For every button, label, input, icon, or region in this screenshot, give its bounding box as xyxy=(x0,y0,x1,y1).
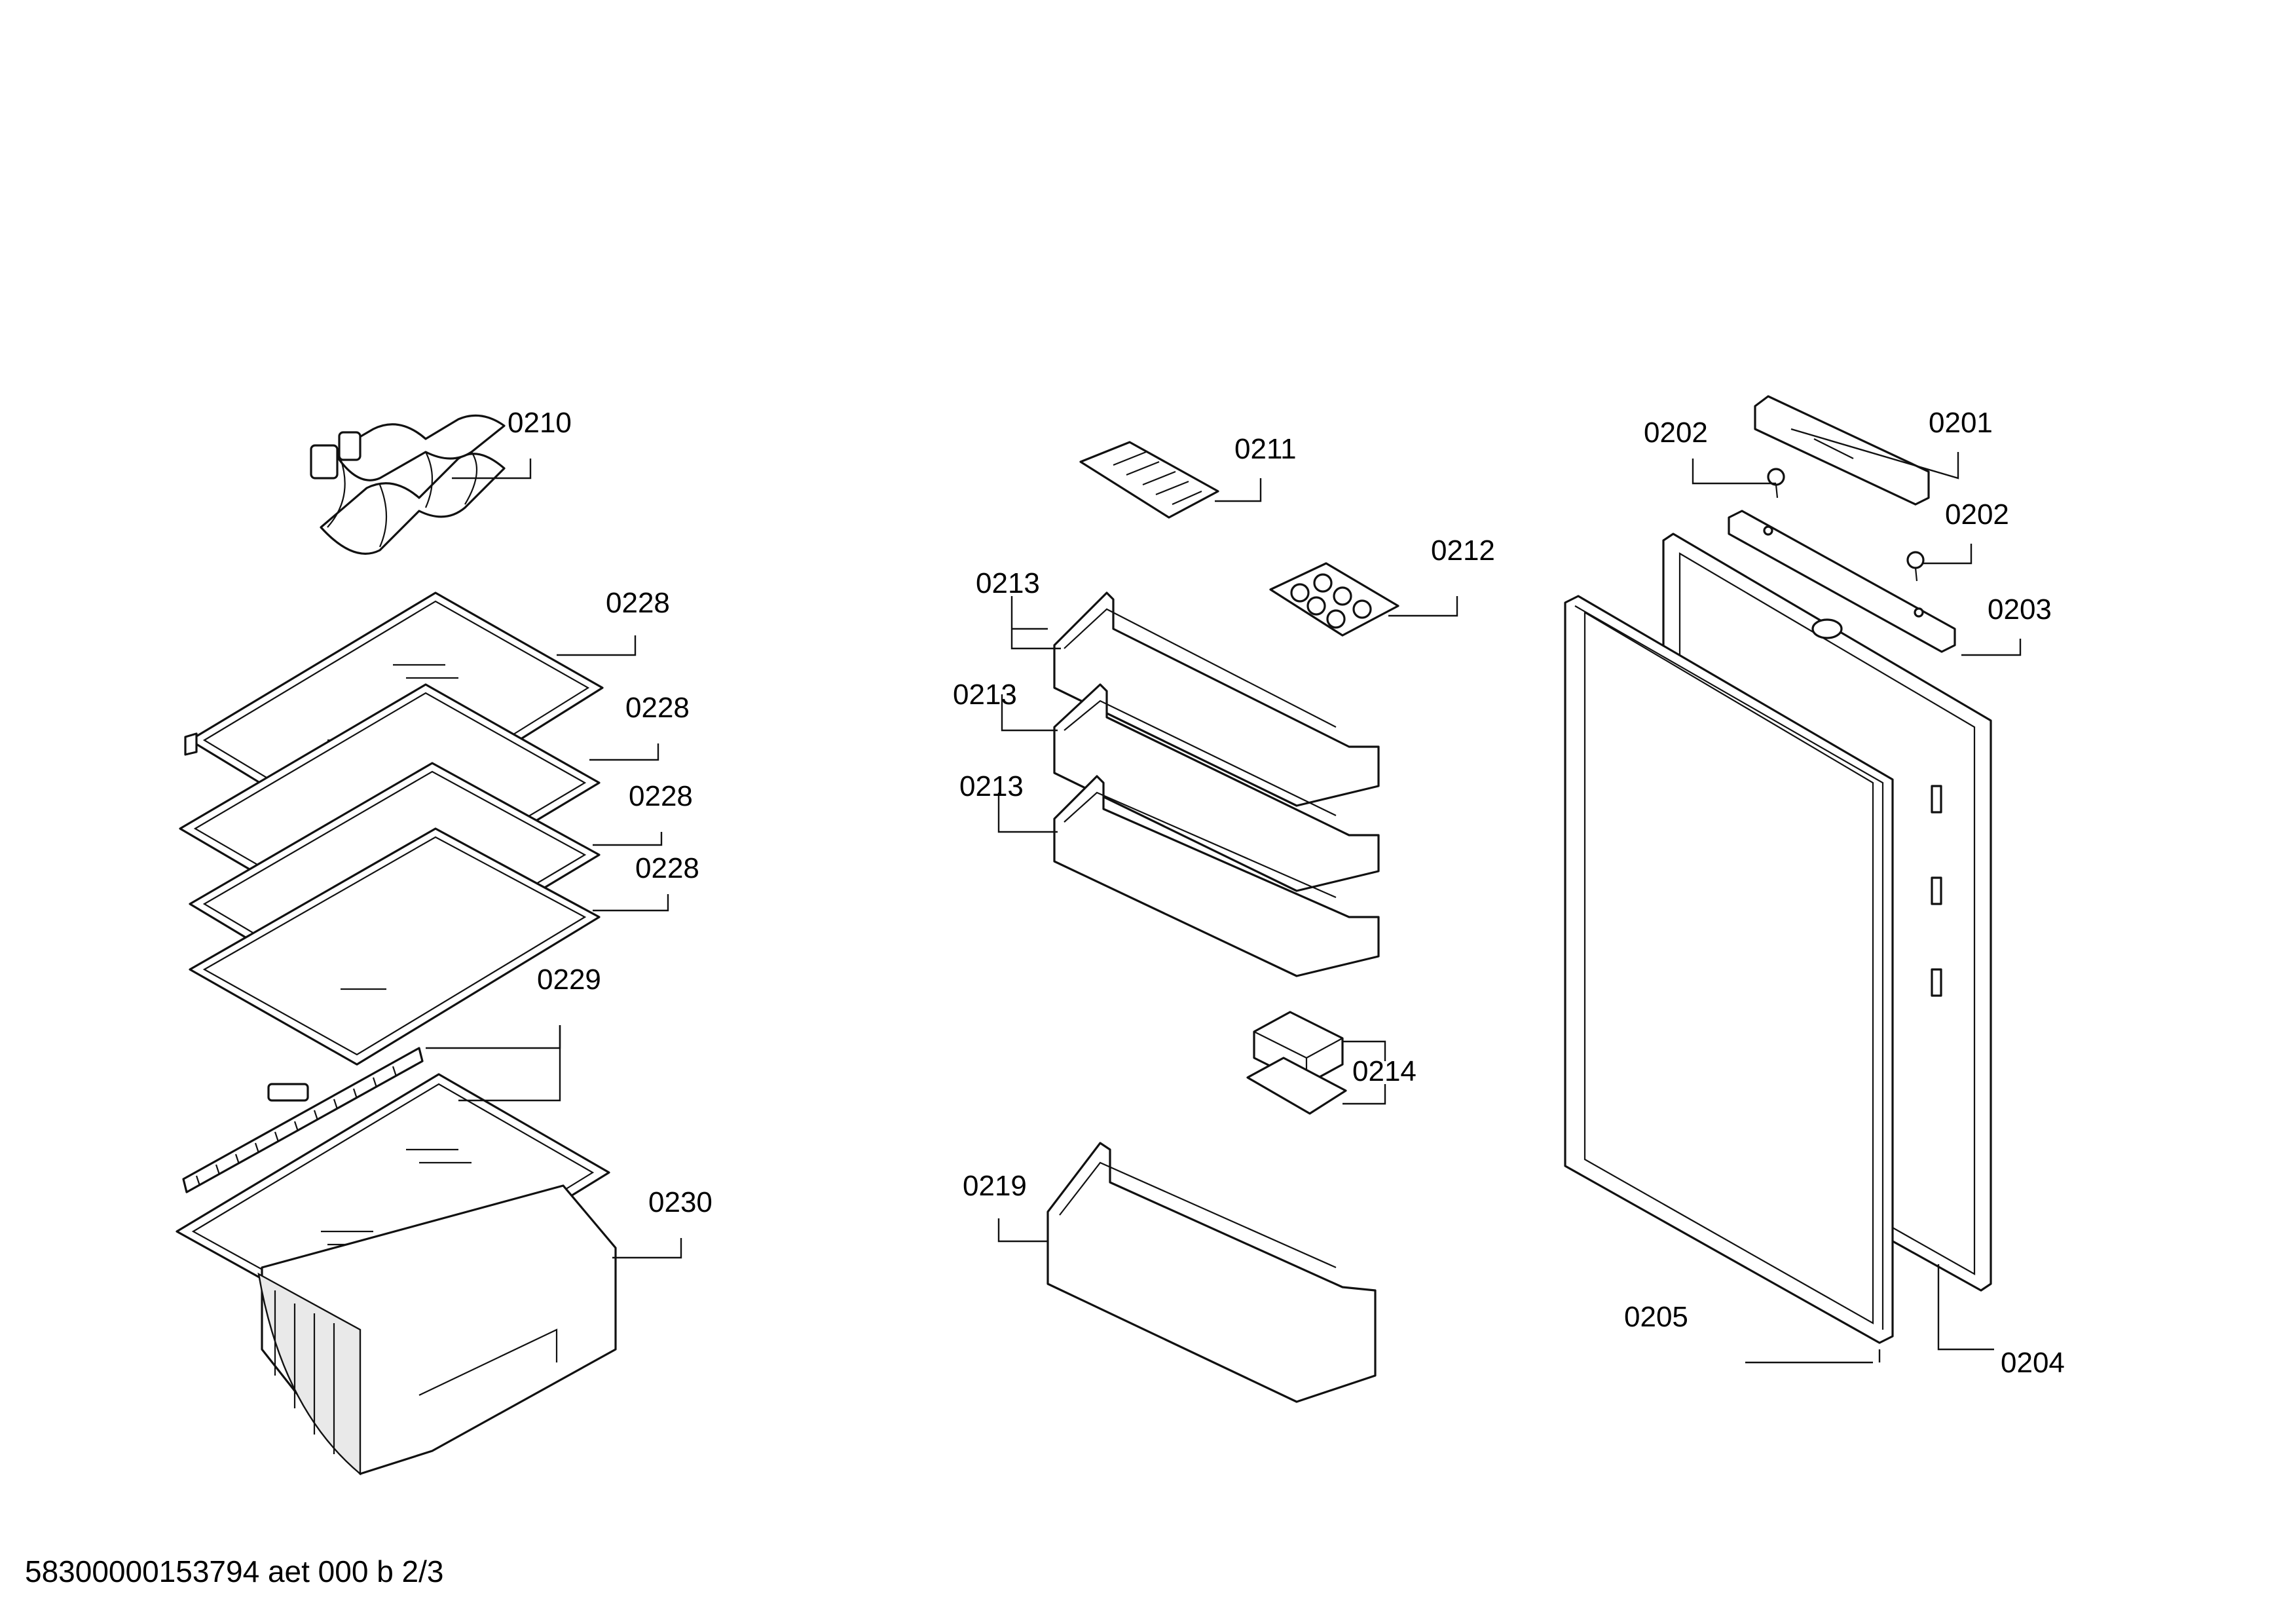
label-0212: 0212 xyxy=(1431,535,1495,567)
label-0213-middle: 0213 xyxy=(953,679,1017,711)
label-0203: 0203 xyxy=(1988,593,2052,626)
label-0201: 0201 xyxy=(1929,407,1993,439)
ice-tray-0211 xyxy=(1079,441,1219,519)
label-0230: 0230 xyxy=(648,1186,713,1218)
bottle-shelf-0219 xyxy=(1046,1142,1377,1403)
door-shelf-0213-bottom xyxy=(1053,775,1380,977)
door-shelf-0213-top xyxy=(1053,591,1380,807)
label-0214: 0214 xyxy=(1352,1055,1416,1087)
front-trim-0229 xyxy=(182,1047,424,1193)
label-0202-left: 0202 xyxy=(1644,417,1708,449)
label-0204: 0204 xyxy=(2001,1347,2065,1379)
door-gasket-0205 xyxy=(1564,595,1894,1344)
label-0219: 0219 xyxy=(963,1170,1027,1202)
hinge-bracket-0203 xyxy=(1728,510,1956,653)
label-0228-bottom: 0228 xyxy=(635,852,699,884)
glass-shelf-0228-bottom xyxy=(189,827,601,1066)
door-shelf-0213-middle xyxy=(1053,683,1380,892)
bottle-rack-0210 xyxy=(310,414,506,555)
label-0202-right: 0202 xyxy=(1945,498,2009,531)
document-footer-code: 58300000153794 aet 000 b 2/3 xyxy=(25,1554,444,1588)
label-0228-top: 0228 xyxy=(606,587,670,619)
label-0229: 0229 xyxy=(537,964,601,996)
door-handle-trim-0201 xyxy=(1754,395,1930,506)
label-0213-top: 0213 xyxy=(976,567,1040,599)
label-0211: 0211 xyxy=(1234,433,1297,465)
butter-box-0214 xyxy=(1246,1011,1347,1115)
leader-lines xyxy=(426,428,2022,1364)
screw-0202-right xyxy=(1906,551,1925,582)
egg-tray-0212 xyxy=(1269,562,1399,637)
label-0228-second: 0228 xyxy=(625,692,690,724)
label-0213-bottom: 0213 xyxy=(959,770,1024,802)
label-0205: 0205 xyxy=(1624,1301,1688,1333)
screw-0202-left xyxy=(1767,468,1785,498)
label-0210: 0210 xyxy=(508,407,572,439)
label-0228-third: 0228 xyxy=(629,780,693,812)
vegetable-drawer-0230 xyxy=(176,1073,617,1476)
